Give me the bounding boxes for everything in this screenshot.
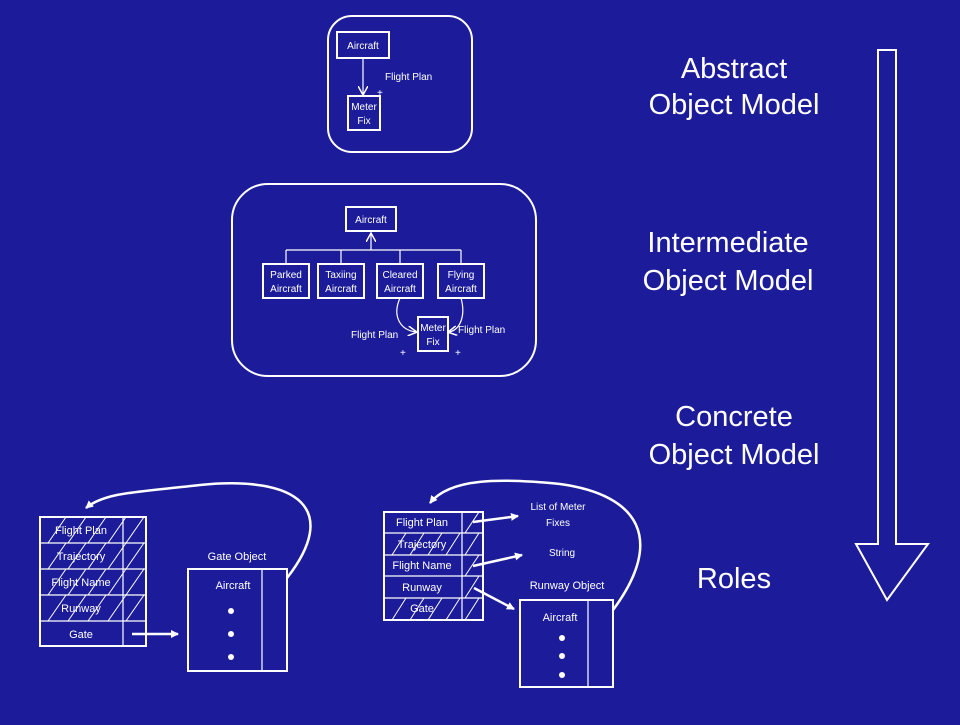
- gate-object-header: Aircraft: [216, 580, 251, 592]
- intermediate-meter-fix-box: [417, 316, 449, 352]
- string-label: String: [549, 548, 575, 559]
- refinement-down-arrow: [854, 49, 930, 602]
- roles-left-row-1: Trajectory: [57, 551, 106, 563]
- taxiing-aircraft-label: Aircraft: [325, 284, 357, 295]
- runway-object-title: Runway Object: [530, 580, 605, 592]
- runway-to-object-arrow: [473, 586, 515, 611]
- roles-right-row-2: Flight Name: [392, 560, 451, 572]
- runway-object-dot: [559, 635, 565, 641]
- runway-object-dot: [559, 672, 565, 678]
- cleared-to-meterfix-arrow: [396, 297, 416, 332]
- roles-title: Roles: [697, 563, 771, 595]
- gate-object-dot: [228, 631, 234, 637]
- gate-object-back-arrow: [85, 482, 312, 579]
- roles-left-row-4: Gate: [69, 629, 93, 641]
- concrete-title-line1: Concrete: [675, 401, 793, 433]
- abstract-title-line2: Object Model: [649, 89, 820, 121]
- intermediate-title-line2: Object Model: [643, 265, 814, 297]
- cleared-label: Cleared: [382, 270, 417, 281]
- gate-object-dot: [228, 608, 234, 614]
- cleared-aircraft-label: Aircraft: [384, 284, 416, 295]
- intermediate-aircraft-box: [345, 206, 397, 232]
- runway-object-back-arrow: [429, 479, 642, 611]
- intermediate-plus-right: +: [455, 348, 461, 359]
- runway-object-box: [519, 599, 614, 688]
- intermediate-fix-label: Fix: [426, 337, 439, 348]
- roles-left-table: [39, 516, 147, 647]
- roles-left-row-0: Flight Plan: [55, 525, 107, 537]
- intermediate-meter-label: Meter: [420, 323, 446, 334]
- titles-group: Abstract Object Model Intermediate Objec…: [643, 53, 820, 595]
- taxiing-label: Taxiing: [325, 270, 356, 281]
- abstract-title-line1: Abstract: [681, 53, 787, 85]
- runway-object-header: Aircraft: [543, 612, 578, 624]
- parked-aircraft-box: [262, 263, 310, 299]
- abstract-meter-label: Meter: [351, 102, 377, 113]
- intermediate-title-line1: Intermediate: [647, 227, 808, 259]
- roles-right-row-4: Gate: [410, 603, 434, 615]
- flight-name-to-string-arrow: [472, 552, 523, 568]
- runway-object-dot: [559, 653, 565, 659]
- intermediate-flight-plan-right: Flight Plan: [458, 325, 505, 336]
- abstract-plus-label: +: [377, 88, 383, 99]
- gate-object-dot: [228, 654, 234, 660]
- abstract-meter-fix-box: [347, 95, 381, 131]
- taxiing-aircraft-box: [317, 263, 365, 299]
- list-of-meter-label: List of Meter: [530, 502, 586, 513]
- roles-right-row-0: Flight Plan: [396, 517, 448, 529]
- flying-aircraft-label: Aircraft: [445, 284, 477, 295]
- roles-left-group: Flight Plan Trajectory Flight Name Runwa…: [39, 482, 312, 672]
- roles-left-row-3: Runway: [61, 603, 101, 615]
- roles-left-row-2: Flight Name: [51, 577, 110, 589]
- abstract-model-group: Aircraft Meter Fix Flight Plan +: [327, 15, 473, 153]
- fixes-label: Fixes: [546, 518, 570, 529]
- parked-aircraft-label: Aircraft: [270, 284, 302, 295]
- roles-right-group: Flight Plan Trajectory Flight Name Runwa…: [383, 479, 642, 688]
- roles-left-hatching: [47, 516, 145, 622]
- flying-label: Flying: [448, 270, 475, 281]
- roles-right-row-1: Trajectory: [398, 539, 447, 551]
- abstract-flight-plan-label: Flight Plan: [385, 72, 432, 83]
- intermediate-plus-left: +: [400, 348, 406, 359]
- intermediate-model-group: Aircraft Parked Aircraft Taxiing Aircraf…: [231, 183, 537, 377]
- abstract-fix-label: Fix: [357, 116, 370, 127]
- roles-right-hatching: [391, 511, 480, 621]
- abstract-model-frame: [327, 15, 473, 153]
- intermediate-aircraft-label: Aircraft: [355, 215, 387, 226]
- intermediate-flight-plan-left: Flight Plan: [351, 330, 398, 341]
- roles-right-table: [383, 511, 484, 621]
- gate-object-title: Gate Object: [208, 551, 267, 563]
- parked-label: Parked: [270, 270, 302, 281]
- abstract-aircraft-label: Aircraft: [347, 41, 379, 52]
- gate-object-box: [187, 568, 288, 672]
- concrete-title-line2: Object Model: [649, 439, 820, 471]
- intermediate-model-frame: [231, 183, 537, 377]
- flying-to-meterfix-arrow: [449, 297, 464, 332]
- flight-plan-to-list-arrow: [472, 512, 519, 524]
- roles-right-row-3: Runway: [402, 582, 442, 594]
